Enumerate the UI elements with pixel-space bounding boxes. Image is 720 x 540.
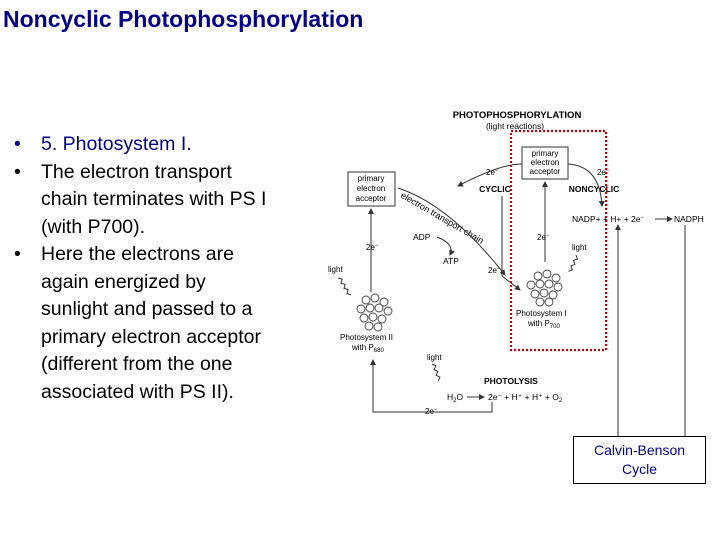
diagram-subheader: (light reactions) xyxy=(486,121,544,131)
ps1-label: Photosystem I xyxy=(516,309,567,318)
photolysis-electron-path xyxy=(370,359,493,413)
bullet-text: 5. Photosystem I. xyxy=(41,133,192,155)
bullet-text-line: Here the electrons are xyxy=(41,243,234,265)
bullet-text-line: primary electron acceptor xyxy=(41,325,262,348)
pea-right-line: primary xyxy=(532,149,559,158)
ps1-highlight-box xyxy=(509,129,608,352)
light-label: light xyxy=(427,353,442,362)
bullet-dot: • xyxy=(14,133,21,155)
light-wave-icon xyxy=(431,363,441,382)
bullet-dot: • xyxy=(14,160,21,183)
pea-left-line: electron xyxy=(357,184,385,193)
bullet-dot: • xyxy=(14,243,21,265)
bullet-text-line: The electron transport xyxy=(41,160,232,183)
photosystem-1-cluster xyxy=(526,269,563,307)
pea-right-line: acceptor xyxy=(530,167,561,176)
nadp-equation: NADP+ + H+ + 2e− xyxy=(572,214,645,224)
bullet-text-line: (with P700). xyxy=(41,215,146,238)
bullet-item: • Here the electrons are again energized… xyxy=(14,241,329,406)
cyclic-label: CYCLIC xyxy=(479,184,511,194)
calvin-label: Calvin-Benson xyxy=(593,442,686,458)
diagram-header: PHOTOPHOSPHORYLATION xyxy=(453,110,582,121)
bullet-text-line: (different from the one xyxy=(41,353,233,375)
e-label: 2e− xyxy=(488,266,501,275)
bullet-text-line: associated with PS II). xyxy=(41,380,234,403)
bullet-text-line: sunlight and passed to a xyxy=(41,298,253,320)
bullet-item: • The electron transport chain terminate… xyxy=(14,159,329,242)
e-label: 2e− xyxy=(486,168,499,177)
pea-right-box xyxy=(521,146,569,180)
bullet-text-line: chain terminates with PS I xyxy=(41,188,267,210)
calvin-label: Cycle xyxy=(621,461,657,477)
pea-left-line: acceptor xyxy=(356,194,387,203)
pea-left-line: primary xyxy=(358,174,385,183)
bullet-item: • 5. Photosystem I. xyxy=(14,131,329,159)
e-label: 2e− xyxy=(597,168,610,177)
pea-left-box xyxy=(347,171,396,207)
light-label: light xyxy=(328,265,343,274)
ps1-label: with P700 xyxy=(527,319,560,330)
nadph-label: NADPH xyxy=(674,214,704,224)
photosystem-2-cluster xyxy=(356,293,393,332)
ps2-label: with P680 xyxy=(351,343,384,354)
light-wave-icon xyxy=(337,277,352,296)
calvin-benson-cycle-box: Calvin-Benson Cycle xyxy=(573,436,706,484)
etc-arrow xyxy=(397,187,506,276)
noncyclic-label: NONCYCLIC xyxy=(569,184,620,194)
atp-label: ATP xyxy=(443,256,459,266)
noncyclic-arrow xyxy=(567,163,605,207)
e-label: 2e− xyxy=(425,407,438,416)
light-label: light xyxy=(572,243,587,252)
photolysis-label: PHOTOLYSIS xyxy=(484,376,538,386)
water-label: H2O xyxy=(447,392,463,404)
photolysis-products: 2e⁻ + H⁺ + H⁺ + O2 xyxy=(488,392,563,404)
adp-label: ADP xyxy=(413,232,431,242)
ps2-label: Photosystem II xyxy=(340,333,393,342)
bullet-text-line: again energized by xyxy=(41,270,206,293)
e-label: 2e− xyxy=(366,243,379,252)
light-wave-icon xyxy=(568,254,579,272)
pea-right-line: electron xyxy=(531,158,559,167)
bullet-list: • 5. Photosystem I. • The electron trans… xyxy=(14,131,329,406)
e-label: 2e− xyxy=(537,233,550,242)
atp-synthesis-arrow xyxy=(436,236,455,256)
slide-title: Noncyclic Photophosphorylation xyxy=(3,6,364,32)
cyclic-arrow-top xyxy=(457,163,523,187)
